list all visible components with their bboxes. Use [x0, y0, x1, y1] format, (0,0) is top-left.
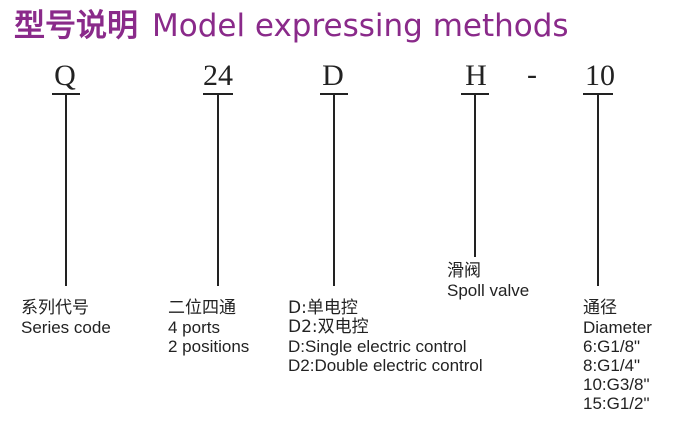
code-segment-series: Q [54, 59, 76, 92]
desc-valve-type-en: Spoll valve [447, 281, 530, 300]
desc-diameter-option-8: 8:G1/4" [583, 356, 641, 375]
code-segment-valve-type: H [465, 59, 487, 92]
desc-diameter-option-10: 10:G3/8" [583, 375, 650, 394]
desc-ports: 二位四通 4 ports 2 positions [168, 298, 250, 357]
desc-diameter-option-6: 6:G1/8" [583, 337, 641, 356]
desc-control: D:单电控 D2:双电控 D:Single electric control D… [288, 298, 483, 376]
leader-line-control [333, 94, 335, 286]
desc-series-en: Series code [21, 318, 111, 337]
desc-control-single-en: D:Single electric control [288, 337, 467, 356]
desc-control-single-cn: D:单电控 [288, 298, 358, 318]
leader-line-ports [217, 94, 219, 286]
desc-series: 系列代号 Series code [21, 298, 111, 338]
code-segment-diameter: 10 [585, 59, 615, 92]
desc-valve-type: 滑阀 Spoll valve [447, 261, 530, 301]
desc-ports-en-1: 4 ports [168, 318, 220, 337]
leader-line-diameter [597, 94, 599, 286]
code-separator: - [527, 58, 537, 91]
desc-diameter-option-15: 15:G1/2" [583, 394, 650, 413]
title-english: Model expressing methods [152, 8, 569, 44]
desc-diameter-cn: 通径 [583, 298, 617, 318]
desc-ports-cn: 二位四通 [168, 298, 236, 318]
desc-diameter-en: Diameter [583, 318, 652, 337]
code-segment-ports: 24 [203, 59, 233, 92]
leader-line-series [65, 94, 67, 286]
desc-series-cn: 系列代号 [21, 298, 89, 318]
desc-control-double-cn: D2:双电控 [288, 317, 369, 337]
desc-control-double-en: D2:Double electric control [288, 356, 483, 375]
leader-line-valve-type [474, 94, 476, 257]
desc-valve-type-cn: 滑阀 [447, 261, 481, 281]
page-title: 型号说明 Model expressing methods [14, 6, 569, 46]
desc-diameter: 通径 Diameter 6:G1/8" 8:G1/4" 10:G3/8" 15:… [583, 298, 652, 414]
title-chinese: 型号说明 [14, 8, 138, 44]
desc-ports-en-2: 2 positions [168, 337, 250, 356]
code-segment-control: D [322, 59, 344, 92]
